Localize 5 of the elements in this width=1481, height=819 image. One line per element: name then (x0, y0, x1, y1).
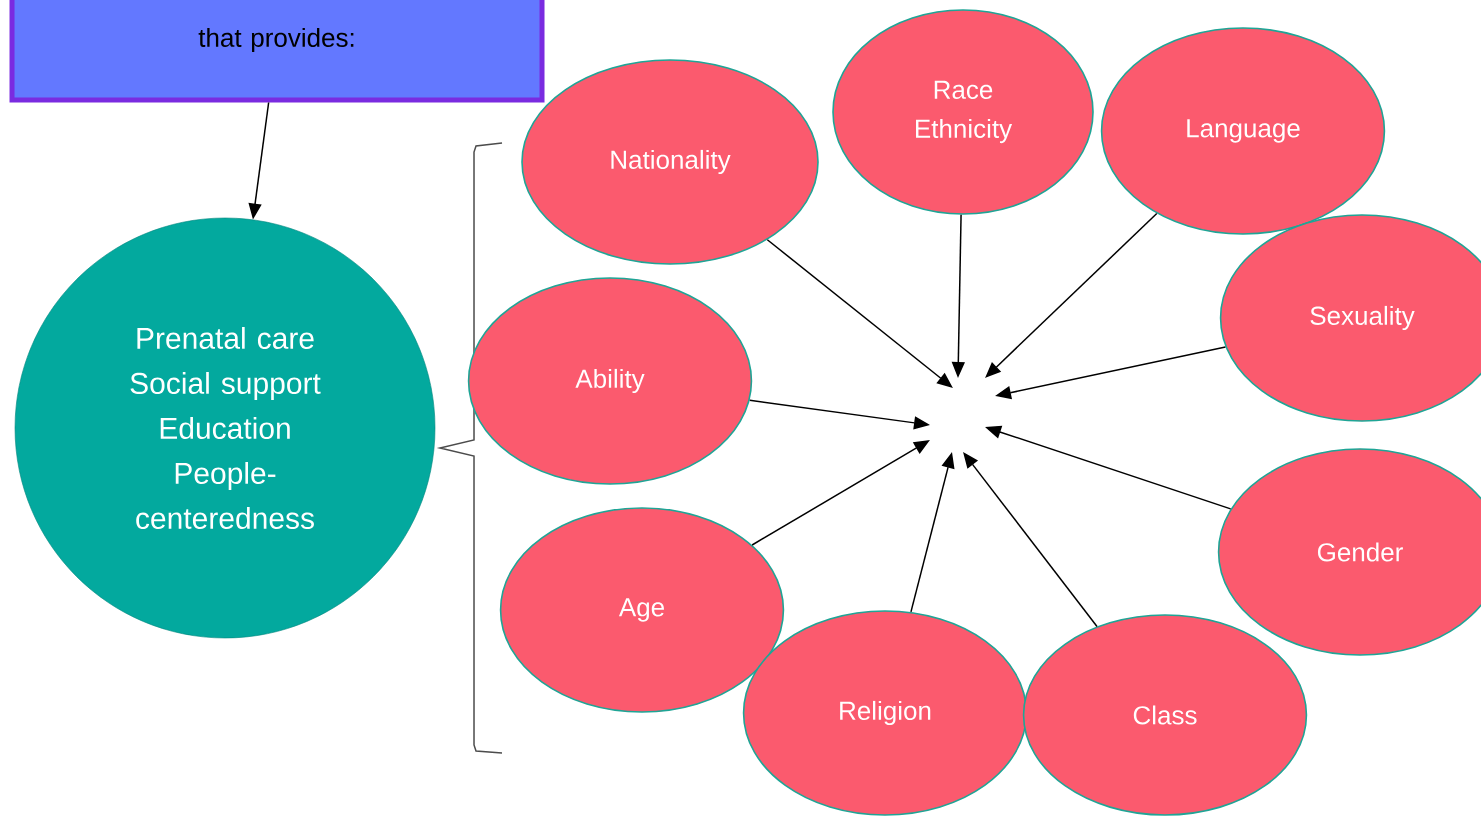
arrow (751, 440, 930, 546)
arrow (985, 212, 1158, 378)
arrow (766, 239, 953, 388)
arrow (963, 452, 1098, 628)
text-box: that provides: (9, 0, 545, 103)
